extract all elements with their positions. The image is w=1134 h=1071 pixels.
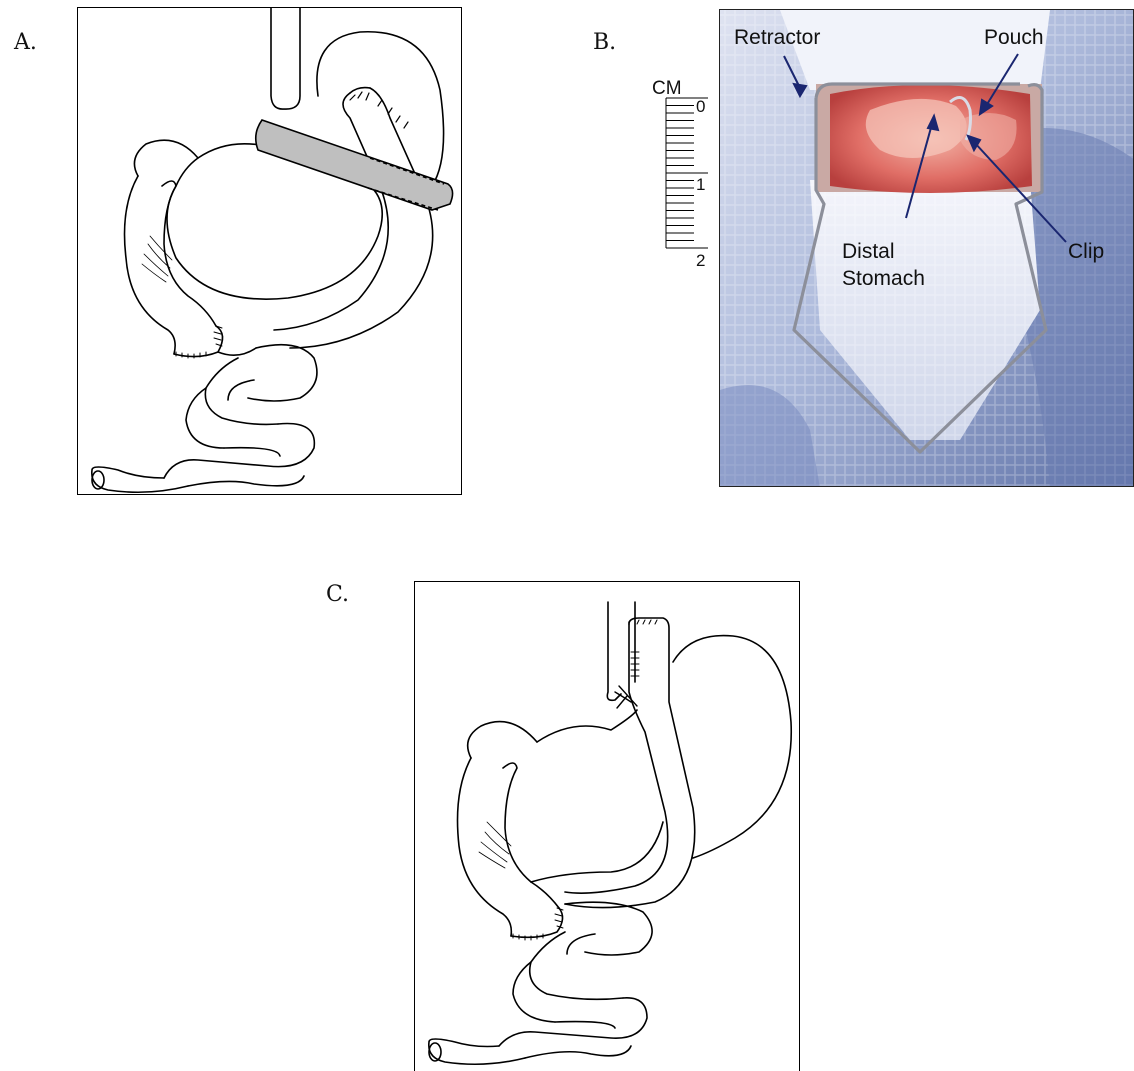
panel-a-illustration xyxy=(78,8,461,494)
excluded-stomach xyxy=(673,636,791,858)
scale-ruler xyxy=(650,76,720,266)
esophagus xyxy=(607,602,635,700)
panel-c-illustration xyxy=(415,582,799,1071)
scale-tick-2: 2 xyxy=(696,248,705,274)
scale-tick-1: 1 xyxy=(696,172,705,198)
esophagus xyxy=(271,8,300,109)
label-distal-line1: Distal xyxy=(842,239,895,265)
label-pouch: Pouch xyxy=(984,25,1044,51)
label-distal-line2: Stomach xyxy=(842,266,925,292)
panel-c-frame xyxy=(414,581,800,1071)
scale-tick-0: 0 xyxy=(696,94,705,120)
cm-scale: CM 0 1 2 xyxy=(650,76,720,266)
panel-a-letter: A. xyxy=(14,30,37,55)
small-bowel xyxy=(248,345,317,401)
small-bowel xyxy=(565,902,652,955)
roux-limb xyxy=(565,618,695,908)
label-retractor: Retractor xyxy=(734,25,820,51)
label-clip: Clip xyxy=(1068,239,1104,265)
panel-c-letter: C. xyxy=(326,582,349,607)
roux-limb xyxy=(274,93,388,330)
surgical-photo: Retractor Pouch Distal Stomach Clip xyxy=(719,9,1134,487)
panel-b-letter: B. xyxy=(593,30,616,55)
panel-a-frame xyxy=(77,7,462,495)
gastric-band xyxy=(256,120,453,210)
distal-stomach xyxy=(537,710,637,742)
